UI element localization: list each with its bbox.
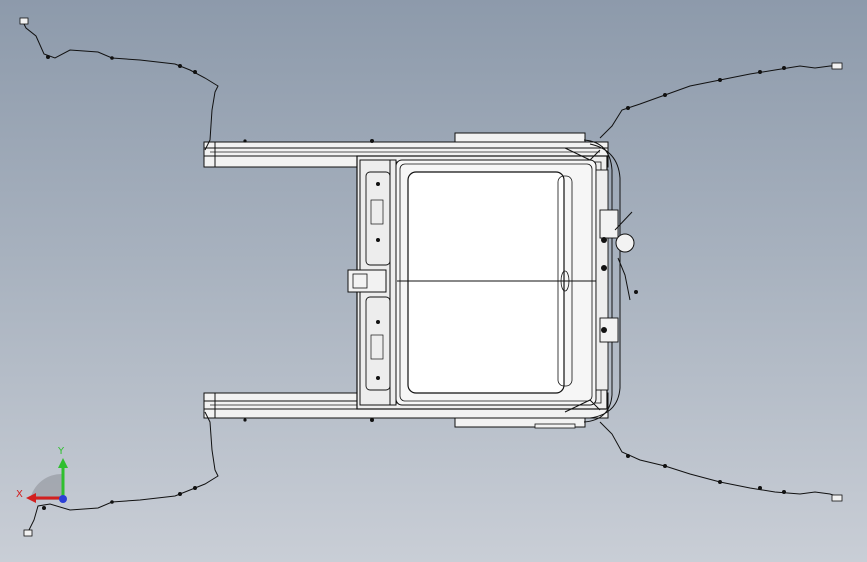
y-arrow-icon bbox=[58, 458, 68, 468]
x-arrow-icon bbox=[26, 493, 36, 503]
x-axis-label: X bbox=[16, 489, 23, 500]
glass-panel bbox=[397, 171, 600, 394]
z-axis-icon bbox=[59, 495, 67, 503]
rear-left-drain-hose bbox=[19, 17, 219, 151]
coordinate-triad[interactable]: Y X bbox=[16, 446, 68, 503]
rear-right-drain-hose bbox=[23, 411, 219, 537]
front-left-drain-hose bbox=[599, 62, 843, 139]
front-right-drain-hose bbox=[599, 421, 843, 502]
triad-plane-icon bbox=[30, 473, 63, 500]
y-axis-label: Y bbox=[57, 446, 65, 457]
left-cross-member bbox=[347, 159, 397, 406]
front-drive-assembly bbox=[564, 139, 638, 423]
